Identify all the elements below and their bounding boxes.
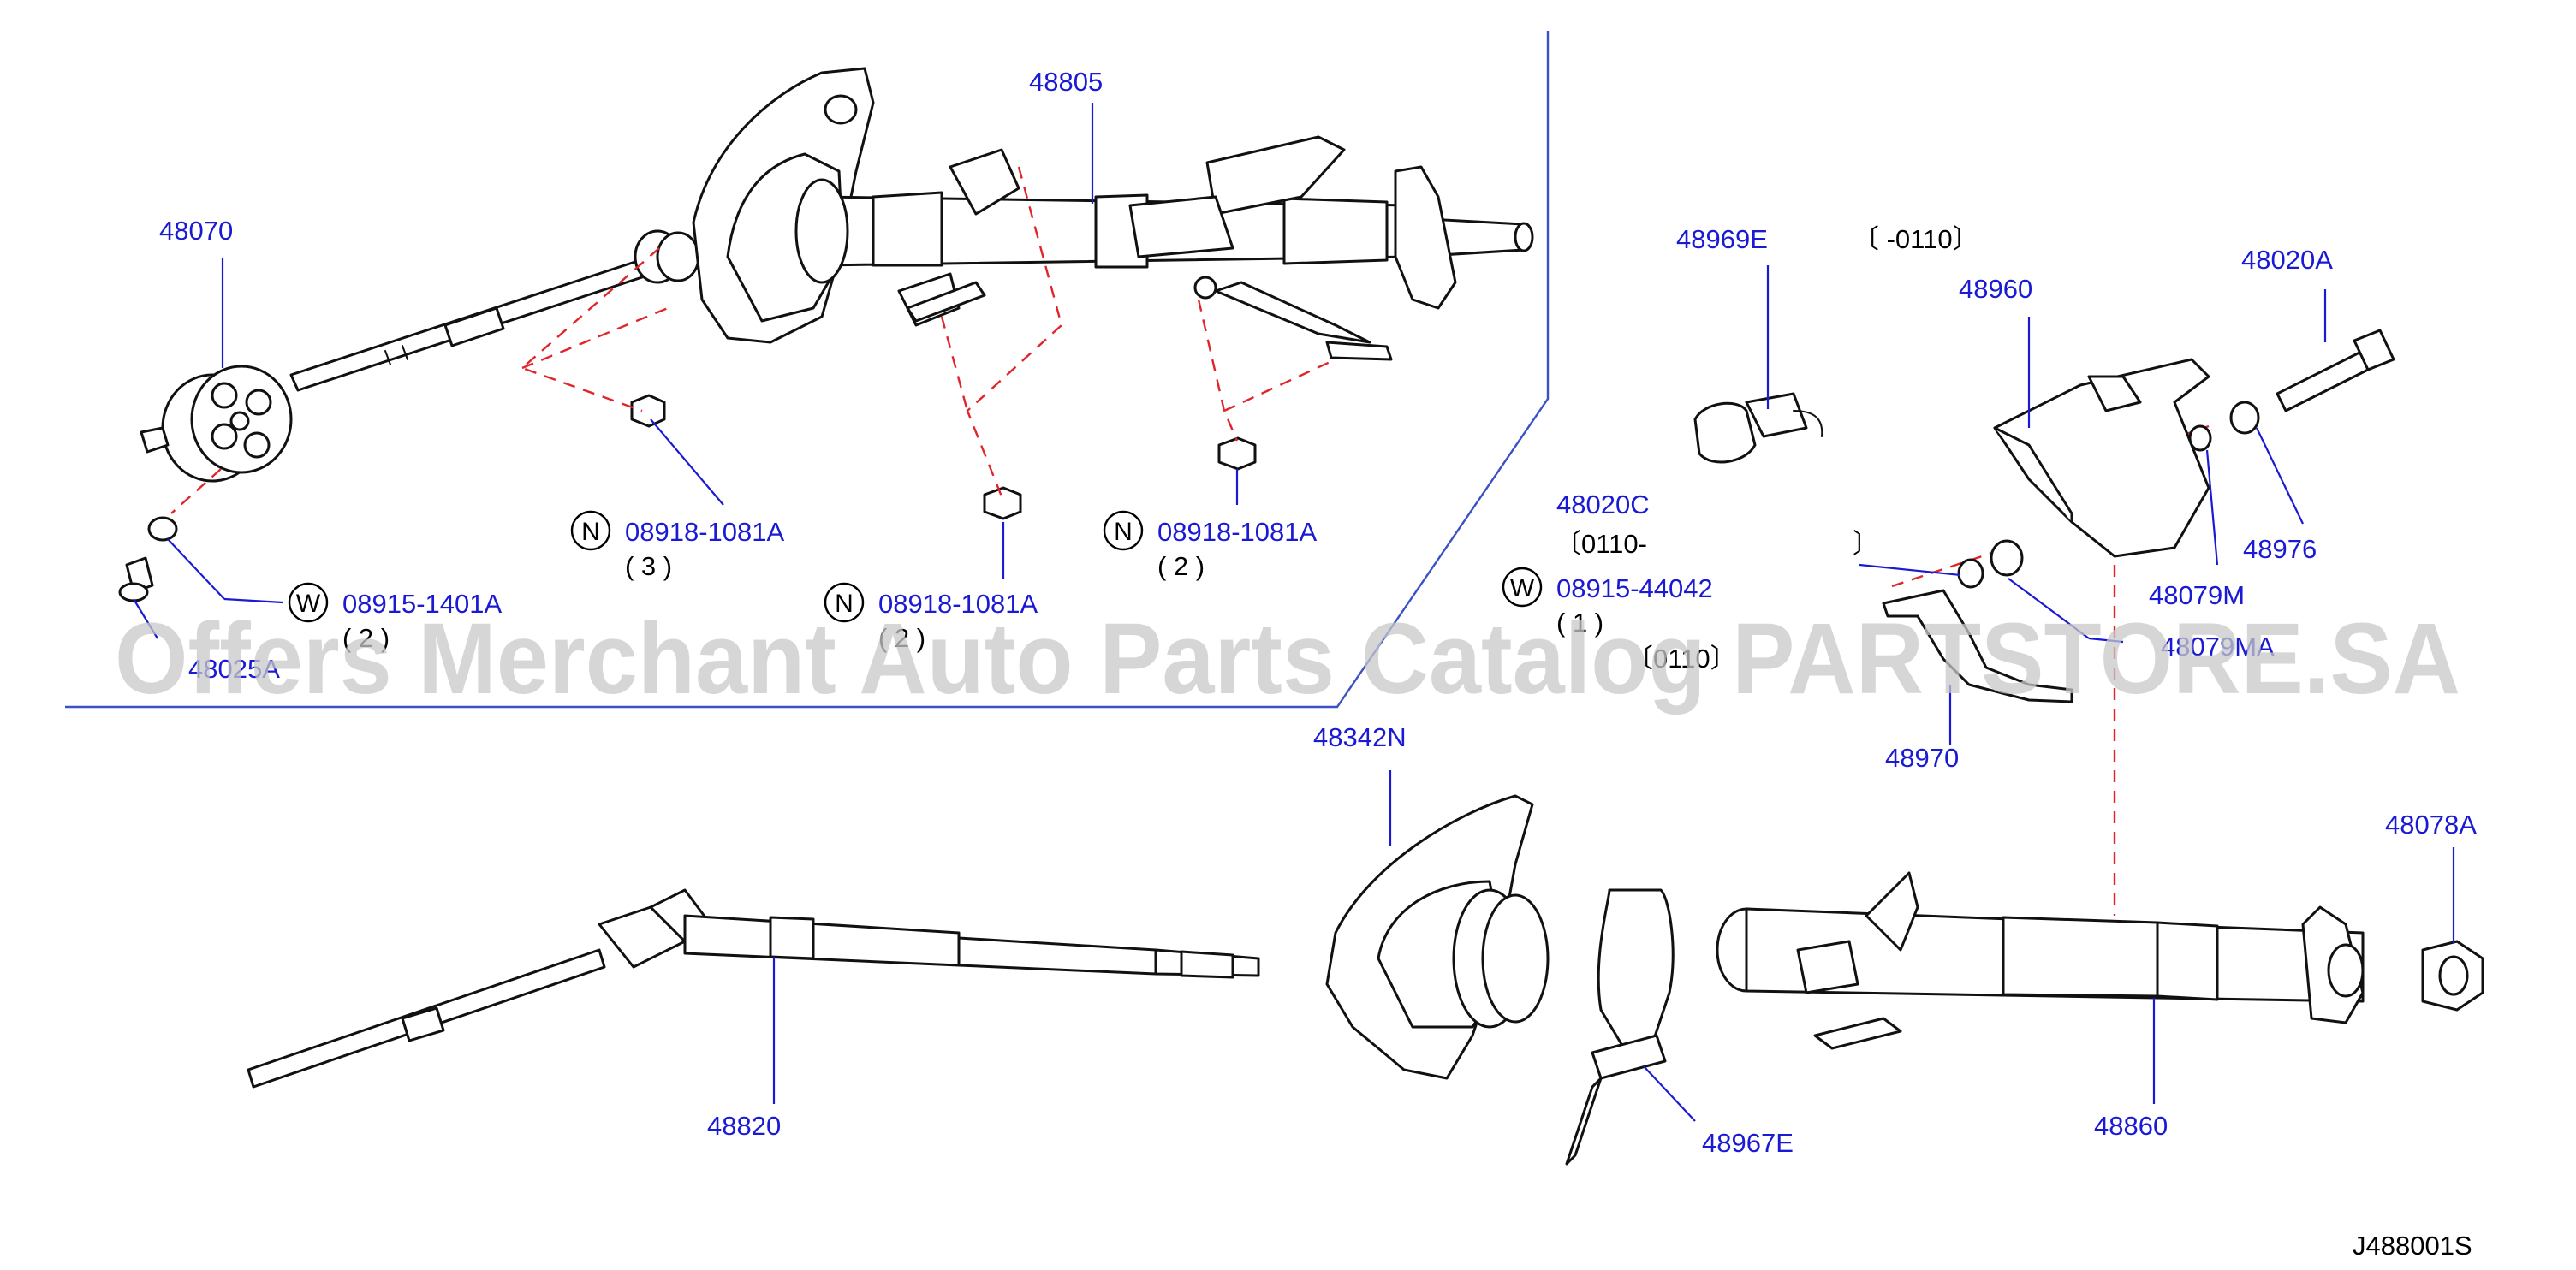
part-number: 08918-1081A	[625, 517, 784, 547]
nut-illustrations	[630, 394, 1257, 520]
label-48020C[interactable]: 48020C	[1556, 490, 1650, 519]
washer-bolt-illustration	[118, 516, 178, 602]
nut-symbol: N	[581, 518, 600, 546]
nut-symbol: N	[1114, 518, 1133, 546]
part-number: 08915-44042	[1556, 573, 1713, 603]
nut-symbol: N	[835, 590, 854, 618]
date-code-top: 〔 -0110〕	[1853, 224, 1979, 254]
fastener-w2[interactable]: W 08915-44042 ( 1 )	[1502, 567, 1713, 638]
bracket-cluster-illustration	[1693, 329, 2395, 703]
diagram-reference: J488001S	[2353, 1231, 2472, 1261]
label-48860[interactable]: 48860	[2094, 1111, 2168, 1141]
quantity: ( 3 )	[625, 551, 672, 581]
label-48976[interactable]: 48976	[2243, 534, 2317, 564]
label-48078A[interactable]: 48078A	[2385, 810, 2477, 840]
label-48342N[interactable]: 48342N	[1313, 722, 1407, 752]
label-48020A[interactable]: 48020A	[2241, 245, 2333, 275]
cable-tie-illustration	[1565, 888, 1675, 1166]
fastener-w1[interactable]: W 08915-1401A ( 2 )	[288, 582, 502, 653]
label-48079M[interactable]: 48079M	[2149, 580, 2245, 610]
label-48079MA[interactable]: 48079MA	[2161, 632, 2275, 662]
label-48969E[interactable]: 48969E	[1676, 224, 1768, 254]
fastener-n2[interactable]: N 08918-1081A ( 2 )	[824, 582, 1038, 653]
washer-symbol: W	[1510, 574, 1535, 602]
label-48960[interactable]: 48960	[1959, 274, 2032, 304]
intermediate-shaft-illustration	[247, 888, 1260, 1089]
date-code-bracket: 〕	[1853, 529, 1879, 559]
label-48025A[interactable]: 48025A	[188, 654, 280, 684]
fastener-n3[interactable]: N 08918-1081A ( 2 )	[1103, 510, 1317, 581]
universal-joint-illustration	[140, 365, 293, 483]
quantity: ( 2 )	[342, 623, 390, 653]
label-48967E[interactable]: 48967E	[1702, 1128, 1794, 1158]
part-number: 08918-1081A	[878, 589, 1038, 619]
watermark-text: Offers Merchant Auto Parts Catalog PARTS…	[115, 602, 2460, 715]
lock-nut-illustration	[2421, 940, 2484, 1012]
label-48070[interactable]: 48070	[159, 216, 233, 246]
part-number: 08918-1081A	[1157, 517, 1317, 547]
label-48820[interactable]: 48820	[707, 1111, 781, 1141]
section-border	[65, 31, 1550, 709]
column-mounting-plate-illustration	[1325, 794, 1550, 1080]
assembly-guide-lines	[170, 166, 2210, 916]
quantity: ( 2 )	[878, 623, 925, 653]
quantity: ( 1 )	[1556, 608, 1603, 638]
label-48970[interactable]: 48970	[1885, 743, 1959, 773]
washer-symbol: W	[296, 590, 321, 618]
part-number: 08915-1401A	[342, 589, 502, 619]
steering-column-illustration	[289, 67, 1534, 392]
label-48805[interactable]: 48805	[1029, 67, 1103, 97]
lower-column-tube-illustration	[1716, 871, 2365, 1050]
leader-lines	[133, 103, 2455, 1122]
date-code-mid: 〔0110〕	[1627, 644, 1737, 674]
fastener-n1[interactable]: N 08918-1081A ( 3 )	[570, 510, 784, 581]
quantity: ( 2 )	[1157, 551, 1205, 581]
date-code-48020c: 〔0110-	[1555, 529, 1647, 559]
